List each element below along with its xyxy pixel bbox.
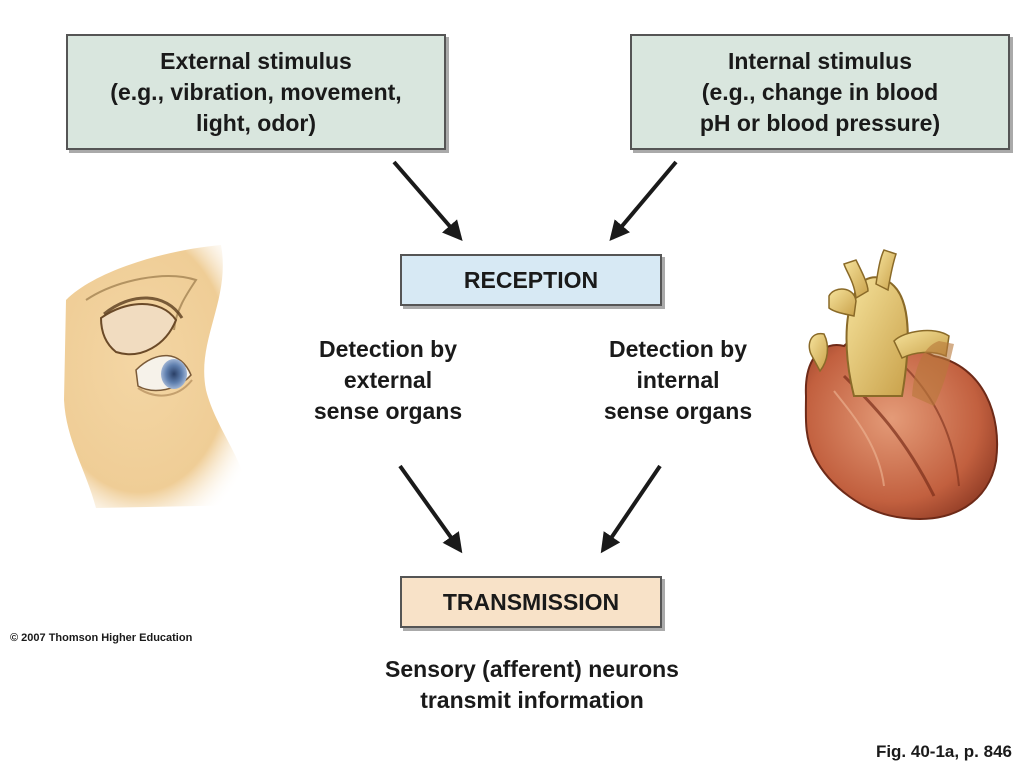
detection-external-label: Detection by external sense organs <box>288 334 488 427</box>
figure-reference: Fig. 40-1a, p. 846 <box>875 742 1012 761</box>
detection-external-line-2: external <box>343 367 433 393</box>
eye-illustration <box>64 245 251 508</box>
internal-stimulus-line-3: pH or blood pressure) <box>699 109 941 136</box>
detection-internal-line-2: internal <box>636 367 720 393</box>
external-stimulus-line-3: light, odor) <box>195 109 317 136</box>
transmission-box: TRANSMISSION <box>400 576 662 628</box>
internal-stimulus-line-1: Internal stimulus <box>727 47 913 74</box>
arrow-external-to-transmission <box>398 464 463 554</box>
reception-label: RECEPTION <box>463 266 599 293</box>
internal-stimulus-box: Internal stimulus (e.g., change in blood… <box>630 34 1010 150</box>
copyright-notice: © 2007 Thomson Higher Education <box>10 632 193 644</box>
transmission-note: Sensory (afferent) neurons transmit info… <box>332 654 732 716</box>
arrow-internal-to-transmission <box>600 464 662 554</box>
arrow-internal-to-reception <box>609 160 678 242</box>
internal-stimulus-line-2: (e.g., change in blood <box>701 78 939 105</box>
detection-internal-line-1: Detection by <box>608 336 748 362</box>
detection-external-line-3: sense organs <box>313 398 463 424</box>
heart-illustration <box>804 249 999 520</box>
arrow-external-to-reception <box>392 160 463 242</box>
external-stimulus-line-1: External stimulus <box>160 47 352 74</box>
transmission-note-line-2: transmit information <box>420 687 644 713</box>
transmission-label: TRANSMISSION <box>442 588 620 615</box>
transmission-note-line-1: Sensory (afferent) neurons <box>385 656 679 682</box>
reception-box: RECEPTION <box>400 254 662 306</box>
iris-icon <box>161 359 187 389</box>
external-stimulus-line-2: (e.g., vibration, movement, <box>110 78 402 105</box>
external-stimulus-box: External stimulus (e.g., vibration, move… <box>66 34 446 150</box>
detection-internal-label: Detection by internal sense organs <box>578 334 778 427</box>
detection-internal-line-3: sense organs <box>603 398 753 424</box>
detection-external-line-1: Detection by <box>318 336 458 362</box>
